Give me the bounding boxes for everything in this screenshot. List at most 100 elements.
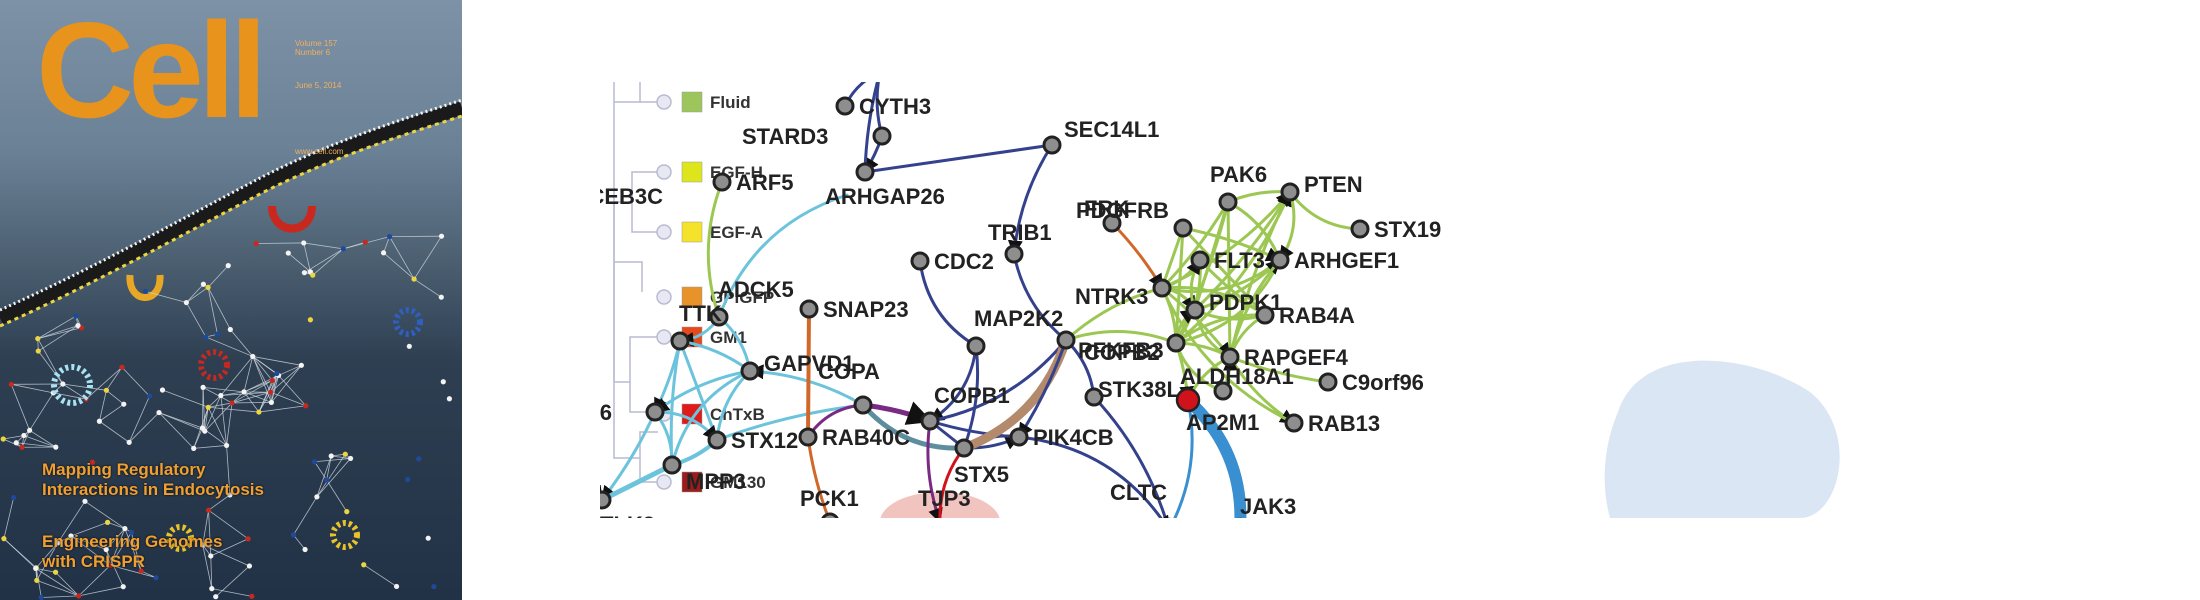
node-marker — [662, 455, 682, 475]
cover-link — [208, 402, 233, 408]
cover-bead — [13, 440, 19, 446]
node-stk38l[interactable]: STK38L — [1084, 377, 1180, 407]
node-label: CYTH3 — [859, 94, 931, 119]
node-label: TRIB1 — [988, 220, 1052, 245]
node-marker — [709, 307, 729, 327]
interaction-edge-sec14l1-arhgap26 — [863, 143, 1054, 174]
node-ttk[interactable]: TTK — [670, 301, 722, 351]
cover-headline-crispr: Engineering Genomes with CRISPR — [42, 532, 362, 571]
node-cltc[interactable]: CLTC — [1110, 480, 1180, 518]
cover-bead — [253, 240, 259, 247]
node-marker — [910, 251, 930, 271]
cover-bead — [205, 507, 212, 513]
cover-link — [128, 412, 160, 443]
node-flt3[interactable]: FLT3 — [1190, 248, 1265, 273]
node-cyth3[interactable]: CYTH3 — [835, 94, 931, 119]
node-pik4cb[interactable]: PIK4CB — [1009, 425, 1114, 450]
node-label: ARF5 — [736, 170, 793, 195]
node-mpp3[interactable]: MPP3 — [662, 455, 746, 494]
node-aldh18a1[interactable]: ALDH18A1 — [1180, 364, 1294, 401]
cover-link — [105, 528, 126, 550]
node-pck1[interactable]: PCK1 — [800, 486, 859, 518]
node-label: TCEB3C — [600, 184, 663, 209]
cover-link — [37, 327, 82, 339]
node-pak6[interactable]: PAK6 — [1210, 162, 1267, 212]
node-rapgef4[interactable]: RAPGEF4 — [1220, 345, 1349, 370]
interaction-edge-cdc2-map2k2 — [918, 259, 978, 348]
node-trib1[interactable]: TRIB1 — [988, 220, 1052, 264]
node-cdc2[interactable]: CDC2 — [910, 249, 994, 274]
node-label: COPB2 — [1084, 340, 1160, 365]
node-stx19[interactable]: STX19 — [1350, 217, 1441, 242]
journal-url: www.cell.com — [295, 147, 344, 156]
node-ap2m1[interactable]: AP2M1 — [1175, 387, 1259, 435]
node-jak3[interactable]: JAK3 — [1229, 494, 1296, 518]
volume-info: Volume 157 Number 6 — [295, 39, 337, 58]
node-gapvd1[interactable]: GAPVD1 — [740, 351, 854, 381]
node-tceb3c[interactable]: TCEB3C — [600, 184, 663, 209]
cover-link — [413, 235, 442, 280]
cover-bead — [303, 403, 309, 409]
cover-bead — [55, 540, 61, 546]
legend-item-label: Fluid — [710, 93, 751, 112]
cover-link — [204, 395, 222, 432]
cover-link — [37, 325, 79, 339]
headline-line: Engineering Genomes — [42, 532, 223, 551]
cover-bead — [68, 533, 74, 539]
node-pdgfrb[interactable]: PDGFRB — [1076, 198, 1193, 238]
node-rab4a[interactable]: RAB4A — [1255, 303, 1355, 328]
node-rab13[interactable]: RAB13 — [1284, 411, 1380, 436]
node-sec14l1[interactable]: SEC14L1 — [1042, 117, 1159, 155]
node-label: PAK6 — [1210, 162, 1267, 187]
node-stx12[interactable]: STX12 — [707, 428, 798, 453]
headline-line: Mapping Regulatory — [42, 460, 206, 479]
cover-bead — [1, 536, 7, 542]
cover-link — [220, 395, 227, 446]
cover-bead — [199, 425, 206, 431]
cover-link — [232, 402, 272, 404]
cover-bead — [307, 317, 314, 323]
cover-link — [207, 287, 231, 330]
node-ntrk3[interactable]: NTRK3 — [1075, 278, 1172, 309]
interaction-edge-copb1-tjp3 — [926, 419, 943, 518]
node-arf5[interactable]: ARF5 — [712, 170, 793, 195]
node-arhgap26[interactable]: ARHGAP26 — [825, 162, 945, 209]
node-marker — [1084, 387, 1104, 407]
node-label: STX12 — [731, 428, 798, 453]
node-snap23[interactable]: SNAP23 — [799, 297, 909, 322]
cover-link — [210, 555, 213, 589]
node-marker — [1270, 250, 1290, 270]
interaction-edge-map2k2-copb1 — [928, 344, 978, 423]
legend-item-label: EGF-A — [710, 223, 763, 242]
cover-bead — [246, 563, 253, 569]
node-label: PIK4CB — [1033, 425, 1114, 450]
node-c9orf96[interactable]: C9orf96 — [1318, 370, 1424, 395]
cover-link — [99, 403, 125, 422]
cover-bead — [245, 536, 251, 542]
node-stard3[interactable]: STARD3 — [742, 124, 892, 149]
cover-bead — [223, 442, 230, 449]
node-copa[interactable]: COPA — [818, 359, 880, 415]
node-adck5[interactable]: ADCK5 — [709, 277, 794, 327]
cover-link — [326, 455, 332, 481]
node-rab40c[interactable]: RAB40C — [798, 425, 910, 450]
node-frk[interactable]: FRK — [1084, 196, 1129, 233]
node-amph[interactable]: AMPH — [872, 82, 945, 87]
node-arhgef1[interactable]: ARHGEF1 — [1270, 248, 1399, 273]
node-tlk2[interactable]: TLK2 — [600, 490, 655, 518]
node-marker — [1218, 192, 1238, 212]
node-copb1[interactable]: COPB1 — [920, 383, 1010, 431]
node-stx6[interactable]: STX6 — [600, 400, 665, 425]
cover-link — [99, 420, 130, 443]
cover-link — [326, 479, 348, 512]
node-tjp3[interactable]: TJP3 — [918, 486, 971, 511]
node-map2k2[interactable]: MAP2K2 — [966, 306, 1063, 356]
node-copb2[interactable]: COPB2 — [1056, 330, 1160, 365]
node-label: CDC2 — [934, 249, 994, 274]
node-stx5[interactable]: STX5 — [954, 438, 1009, 487]
cover-bead — [82, 498, 88, 504]
cover-link — [3, 497, 15, 539]
node-pfkfb3[interactable]: PFKFB3 — [1078, 333, 1186, 363]
node-pten[interactable]: PTEN — [1280, 172, 1363, 202]
